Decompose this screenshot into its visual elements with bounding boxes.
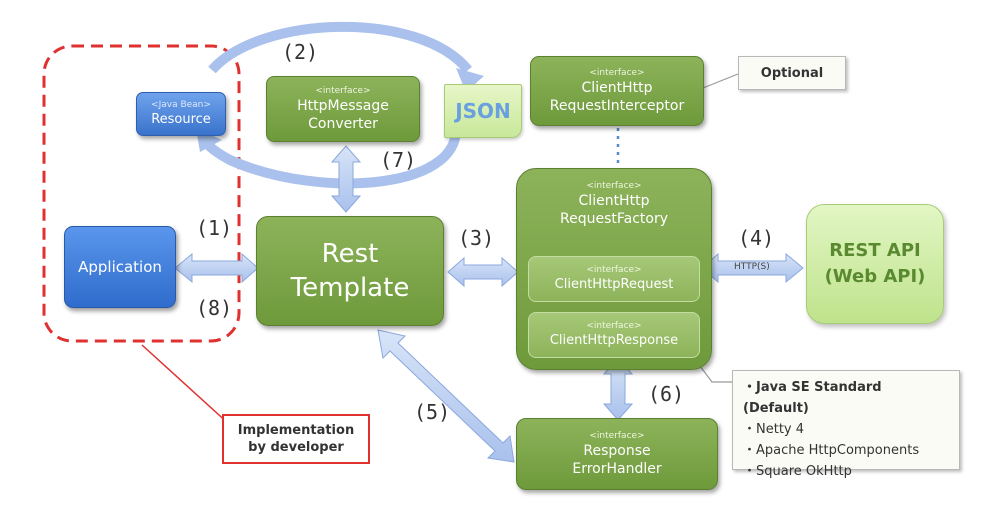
optional-pointer (697, 73, 739, 91)
loop-arrow-bottom (199, 118, 461, 189)
step-5-label: (5) (414, 400, 451, 424)
client-http-request-box: <interface> ClientHttpRequest (528, 256, 700, 302)
json-label: JSON (455, 99, 511, 123)
step-1-label: (1) (196, 216, 233, 240)
client-request-stereotype: <interface> (586, 265, 642, 275)
impl-item: ・Apache HttpComponents (743, 443, 920, 458)
optional-note-label: Optional (760, 65, 824, 81)
converter-label-line2: Converter (308, 115, 378, 132)
rest-template-line2: Template (290, 273, 410, 303)
arrow-converter-rest (330, 145, 362, 213)
resource-label: Resource (151, 112, 211, 127)
step-3-label: (3) (458, 226, 495, 250)
client-request-label: ClientHttpRequest (554, 277, 674, 292)
interceptor-stereotype: <interface> (589, 67, 645, 78)
step-4-label: (4) (738, 226, 775, 250)
client-response-stereotype: <interface> (586, 321, 642, 331)
client-response-label: ClientHttpResponse (549, 333, 679, 348)
developer-note-label: Implementation by developer (237, 423, 355, 455)
step-7-label: (7) (380, 148, 417, 172)
factory-label-line1: ClientHttp (578, 193, 650, 209)
application-label: Application (78, 258, 162, 276)
rest-api-line1: REST API (829, 240, 921, 261)
rest-template-line1: Rest (321, 239, 379, 269)
impl-item: ・Netty 4 (743, 422, 805, 437)
step-2-label: (2) (282, 40, 319, 64)
developer-area-outline (42, 44, 241, 343)
rest-api-line2: (Web API) (824, 266, 926, 287)
arrow-app-rest (174, 252, 259, 284)
json-document: JSON (444, 84, 522, 138)
error-handler-stereotype: <interface> (589, 430, 645, 441)
impl-item: ・Square OkHttp (743, 464, 852, 479)
step-6-label: (6) (648, 382, 685, 406)
factory-stereotype: <interface> (586, 181, 642, 191)
step-8-label: (8) (196, 296, 233, 320)
client-http-response-box: <interface> ClientHttpResponse (528, 312, 700, 358)
optional-note: Optional (738, 56, 846, 90)
http-message-converter-box: <interface> HttpMessage Converter (266, 76, 420, 142)
resource-box: <Java Bean> Resource (136, 92, 226, 136)
interceptor-label-line1: ClientHttp (581, 79, 653, 96)
error-handler-line2: ErrorHandler (572, 460, 662, 477)
loop-arrowhead-json (456, 68, 484, 92)
arrow-rest-factory (447, 256, 519, 288)
impl-item: ・Java SE Standard (Default) (743, 380, 882, 416)
developer-callout-line (141, 344, 231, 426)
resource-stereotype: <Java Bean> (151, 100, 211, 110)
response-error-handler-box: <interface> Response ErrorHandler (516, 418, 718, 490)
implementations-note: ・Java SE Standard (Default) ・Netty 4 ・Ap… (732, 370, 960, 479)
developer-note: Implementation by developer (222, 414, 370, 464)
error-handler-line1: Response (583, 442, 651, 459)
http-label: HTTP(S) (734, 262, 770, 272)
client-http-request-interceptor-box: <interface> ClientHttp RequestIntercepto… (530, 56, 704, 126)
rest-api-box: REST API (Web API) (806, 204, 944, 324)
interceptor-label-line2: RequestInterceptor (549, 97, 685, 114)
arrow-factory-api (701, 252, 804, 284)
converter-label-line1: HttpMessage (297, 97, 389, 114)
rest-template-box: Rest Template (256, 216, 444, 326)
application-box: Application (64, 226, 176, 308)
converter-stereotype: <interface> (315, 85, 371, 96)
factory-label-line2: RequestFactory (559, 211, 668, 227)
arrow-rest-errorhandler (377, 329, 515, 463)
loop-arrow-top (208, 21, 472, 74)
